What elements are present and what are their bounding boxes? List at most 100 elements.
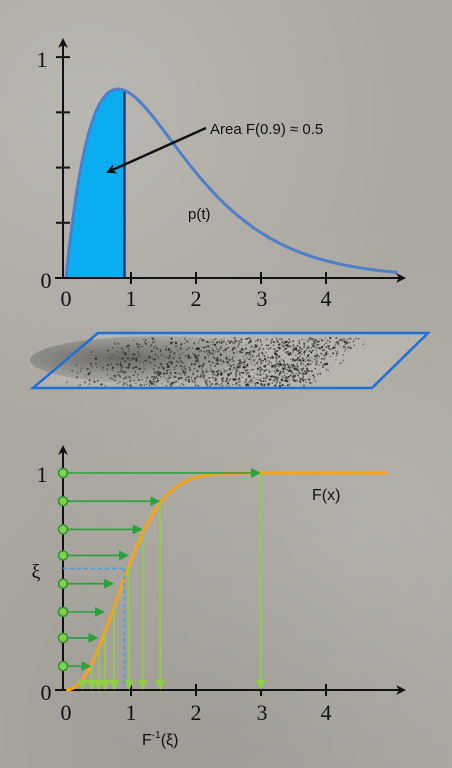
sample-point <box>298 351 301 354</box>
sample-point <box>200 337 202 339</box>
sample-point <box>314 355 317 358</box>
sample-point <box>311 343 313 345</box>
sample-point <box>214 382 217 384</box>
sample-point <box>111 347 113 349</box>
sample-point <box>328 348 331 351</box>
sample-point <box>270 365 273 368</box>
sample-point <box>179 365 181 367</box>
top-x-label-3: 3 <box>257 286 268 311</box>
sample-point <box>343 350 346 352</box>
sample-point <box>274 349 277 351</box>
sample-point <box>299 359 301 362</box>
sample-point <box>168 358 170 360</box>
sample-point <box>280 345 282 347</box>
sample-point <box>352 340 355 343</box>
bottom-x-label-1: 1 <box>126 700 137 725</box>
sample-point <box>126 384 129 387</box>
sample-point <box>239 351 241 354</box>
sample-point <box>173 351 176 354</box>
sample-point <box>353 344 356 347</box>
sample-point <box>147 361 149 363</box>
sample-point <box>302 363 305 366</box>
sample-point <box>144 338 147 341</box>
sample-point <box>329 348 332 351</box>
sample-point <box>326 345 330 348</box>
sample-point <box>280 385 282 387</box>
sample-point <box>302 374 304 376</box>
sample-point <box>257 363 259 365</box>
sample-point <box>283 380 285 382</box>
sample-point <box>201 371 204 374</box>
sample-point <box>268 370 271 373</box>
sample-point <box>278 365 280 368</box>
sample-point <box>130 381 132 383</box>
sample-point <box>326 339 329 342</box>
sample-point <box>334 346 336 349</box>
sample-point <box>208 380 211 383</box>
sample-point <box>239 371 241 373</box>
sample-point <box>194 377 197 380</box>
sample-point <box>270 364 272 367</box>
sample-point <box>206 341 209 343</box>
sample-point <box>192 371 195 373</box>
sample-point <box>305 371 308 374</box>
sample-point <box>349 347 352 350</box>
sample-point <box>132 374 135 377</box>
sample-point <box>296 379 299 382</box>
sample-point <box>123 382 125 384</box>
sample-point <box>121 366 124 369</box>
sample-point <box>217 350 219 353</box>
sample-point <box>323 344 325 346</box>
bottom-x-label-4: 4 <box>321 700 332 725</box>
sample-point <box>101 366 105 369</box>
sample-point <box>248 375 250 377</box>
sample-point <box>201 364 204 368</box>
sample-point <box>149 361 152 364</box>
sample-point <box>117 370 120 374</box>
sample-point <box>244 354 247 356</box>
sample-point <box>149 344 153 347</box>
sample-point <box>202 374 205 377</box>
sample-point <box>124 352 127 355</box>
sample-point <box>219 369 222 372</box>
sample-point <box>208 370 210 372</box>
sample-point <box>300 338 303 341</box>
sample-point <box>271 382 274 384</box>
sample-point <box>318 340 321 343</box>
sample-point <box>314 341 317 344</box>
sample-point <box>144 359 147 362</box>
sample-point <box>233 360 235 362</box>
sample-point <box>118 381 121 384</box>
sample-point <box>265 338 268 341</box>
sample-point <box>280 358 283 361</box>
sample-point <box>160 376 162 378</box>
sample-point <box>123 377 126 380</box>
sample-point <box>241 348 244 351</box>
sample-point <box>287 377 289 379</box>
sample-point <box>248 373 250 375</box>
sample-point <box>180 373 181 375</box>
inverse-f: F <box>142 732 152 749</box>
sample-point <box>349 337 352 340</box>
sample-point <box>339 362 342 365</box>
sample-point <box>66 381 68 383</box>
sample-point <box>222 350 225 352</box>
sample-point <box>135 342 138 345</box>
sample-point <box>315 339 317 341</box>
sample-point <box>291 358 294 361</box>
sample-point <box>186 380 188 383</box>
sample-point <box>258 366 261 369</box>
sample-point <box>219 352 221 354</box>
top-ticks <box>56 56 327 284</box>
sample-point <box>267 375 270 378</box>
sample-point <box>239 372 241 374</box>
sample-point <box>137 377 139 379</box>
sample-point <box>254 358 256 360</box>
sample-point <box>238 340 241 343</box>
sample-point <box>313 338 315 340</box>
sample-point <box>310 347 313 349</box>
sample-point <box>188 347 191 349</box>
sample-point <box>229 378 232 380</box>
sample-point <box>314 359 317 361</box>
sample-point <box>221 377 225 380</box>
